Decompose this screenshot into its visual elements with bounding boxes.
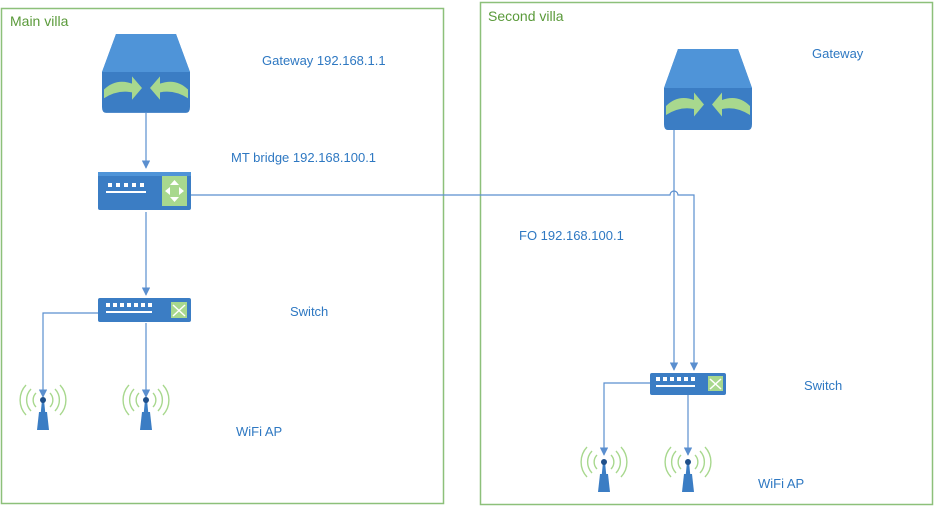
switch-icon [650, 373, 726, 395]
link-fo [191, 190, 699, 371]
zone-second-villa [479, 1, 934, 506]
link-switch2-ap-left [599, 382, 652, 456]
main-switch-label: Switch [290, 304, 328, 319]
zone-main-villa [0, 7, 445, 505]
link-switch-ap-left [38, 312, 100, 398]
second-switch-label: Switch [804, 378, 842, 393]
mt-bridge-label: MT bridge 192.168.100.1 [231, 150, 376, 165]
zone-second-title: Second villa [488, 8, 564, 24]
main-gateway-label: Gateway 192.168.1.1 [262, 53, 386, 68]
zone-main-title: Main villa [10, 13, 69, 29]
second-wifi-label: WiFi AP [758, 476, 804, 491]
second-gateway-label: Gateway [812, 46, 864, 61]
switch-icon [98, 298, 191, 322]
router-icon [102, 34, 190, 113]
router-icon [664, 49, 752, 130]
fo-label: FO 192.168.100.1 [519, 228, 624, 243]
main-wifi-label: WiFi AP [236, 424, 282, 439]
bridge-icon [98, 172, 191, 210]
